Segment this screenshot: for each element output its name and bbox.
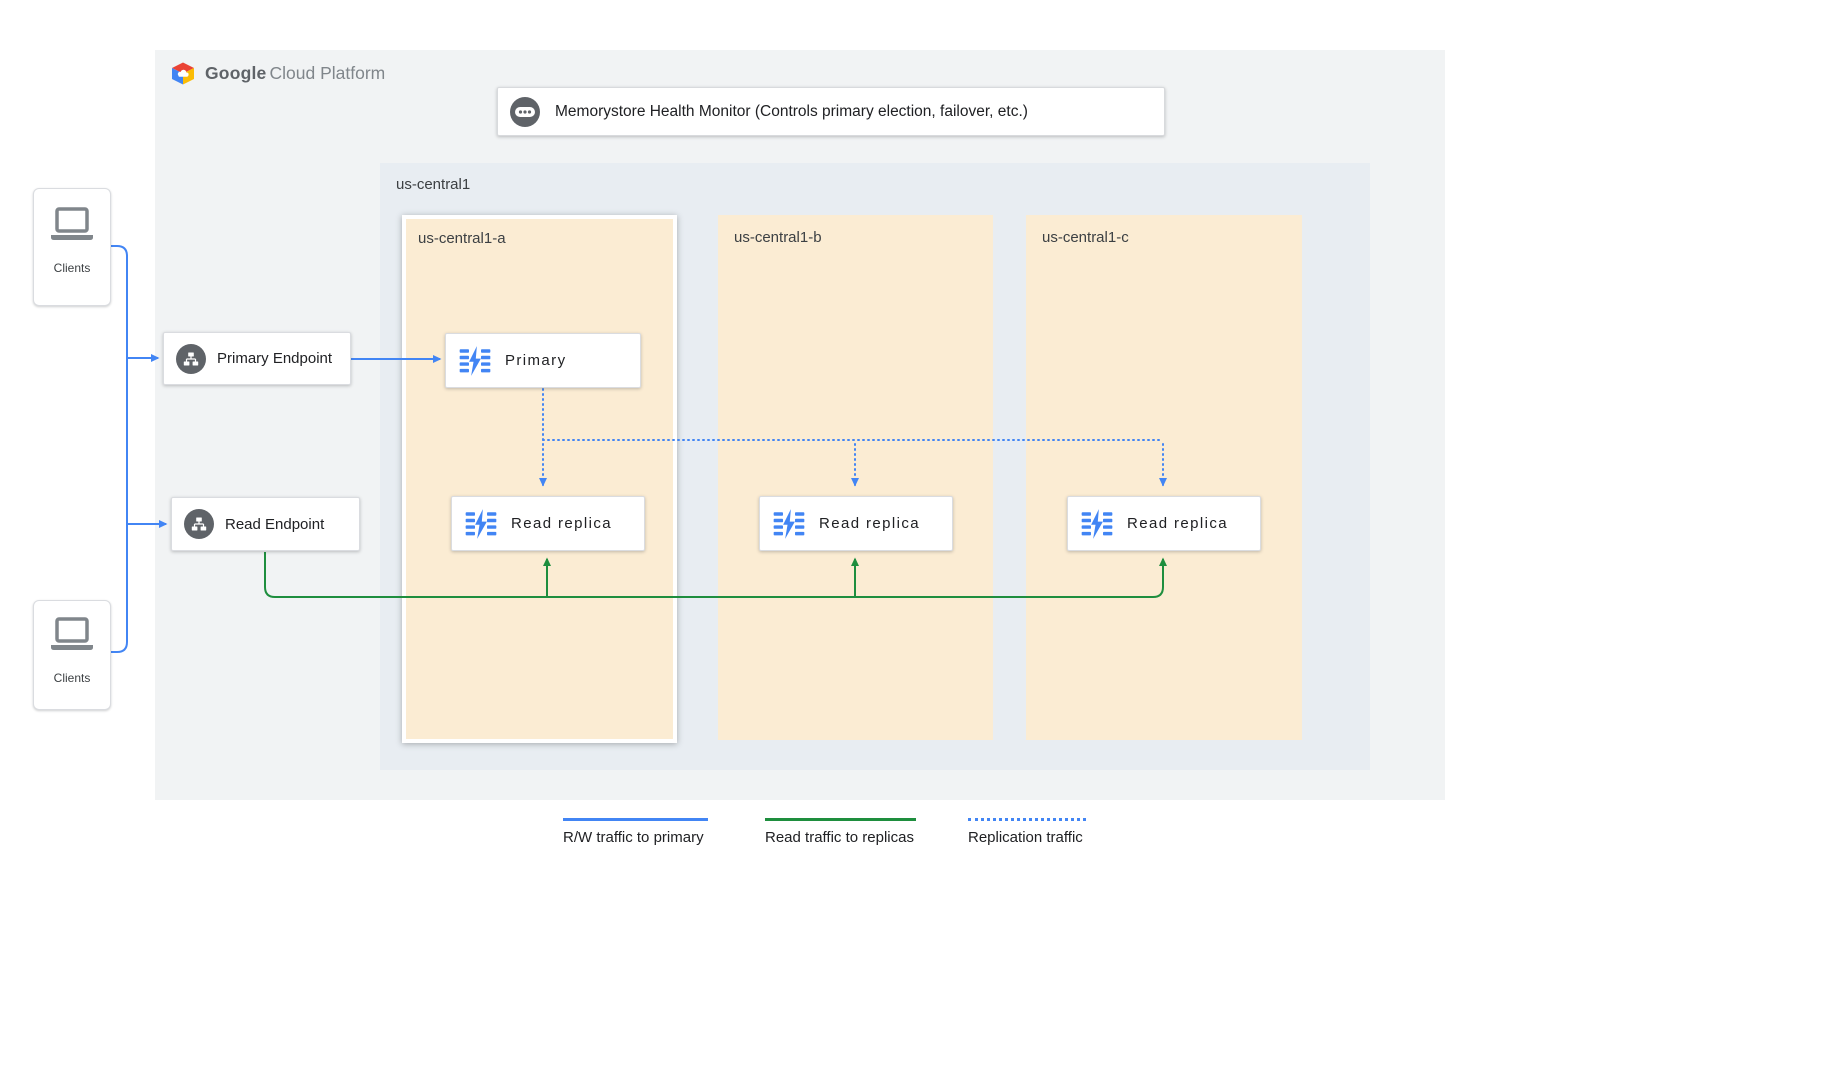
read-endpoint-label: Read Endpoint [225, 515, 325, 533]
region-label: us-central1 [396, 176, 471, 193]
read-replica-label: Read replica [511, 515, 613, 532]
primary-node-card: Primary [445, 333, 641, 388]
region-us-central1: us-central1 us-central1-a Primary [380, 163, 1370, 770]
memorystore-icon [1081, 508, 1113, 539]
health-monitor-card: Memorystore Health Monitor (Controls pri… [497, 87, 1165, 136]
clients-box-bottom: Clients [33, 600, 111, 710]
zone-label: us-central1-b [734, 229, 822, 246]
read-replica-card-a: Read replica [451, 496, 645, 551]
read-replica-label: Read replica [1127, 515, 1229, 532]
read-replica-label: Read replica [819, 515, 921, 532]
brand-google: Google [205, 63, 267, 83]
laptop-icon [51, 207, 93, 240]
clients-box-top: Clients [33, 188, 111, 306]
zone-label: us-central1-a [418, 230, 506, 247]
primary-node-label: Primary [505, 352, 567, 369]
brand-cloud-platform: Cloud Platform [269, 63, 386, 83]
read-replica-card-b: Read replica [759, 496, 953, 551]
zone-us-central1-c: us-central1-c Read replica [1026, 215, 1302, 740]
clients-label: Clients [53, 671, 91, 685]
legend-rw-traffic: R/W traffic to primary [563, 818, 708, 846]
read-endpoint-card: Read Endpoint [171, 497, 360, 551]
primary-endpoint-card: Primary Endpoint [163, 332, 351, 385]
memorystore-icon [459, 345, 491, 376]
legend-label: Replication traffic [968, 829, 1083, 846]
legend-label: R/W traffic to primary [563, 829, 704, 846]
network-endpoint-icon [184, 509, 214, 539]
health-monitor-label: Memorystore Health Monitor (Controls pri… [555, 102, 1028, 120]
health-monitor-icon [510, 96, 540, 127]
network-endpoint-icon [176, 343, 206, 374]
legend-line-green-solid [765, 818, 916, 821]
legend-line-blue-dotted [968, 818, 1086, 821]
legend-replication-traffic: Replication traffic [968, 818, 1086, 846]
laptop-icon [51, 617, 93, 650]
zone-us-central1-b: us-central1-b Read replica [718, 215, 993, 740]
memorystore-icon [465, 508, 497, 539]
clients-label: Clients [53, 261, 91, 275]
legend-read-traffic: Read traffic to replicas [765, 818, 916, 846]
read-replica-card-c: Read replica [1067, 496, 1261, 551]
memorystore-icon [773, 508, 805, 539]
gcp-logo-icon [172, 62, 194, 85]
zone-us-central1-a: us-central1-a Primary [402, 215, 677, 743]
primary-endpoint-label: Primary Endpoint [217, 350, 333, 367]
zone-label: us-central1-c [1042, 229, 1129, 246]
legend-label: Read traffic to replicas [765, 829, 914, 846]
legend-line-blue-solid [563, 818, 708, 821]
